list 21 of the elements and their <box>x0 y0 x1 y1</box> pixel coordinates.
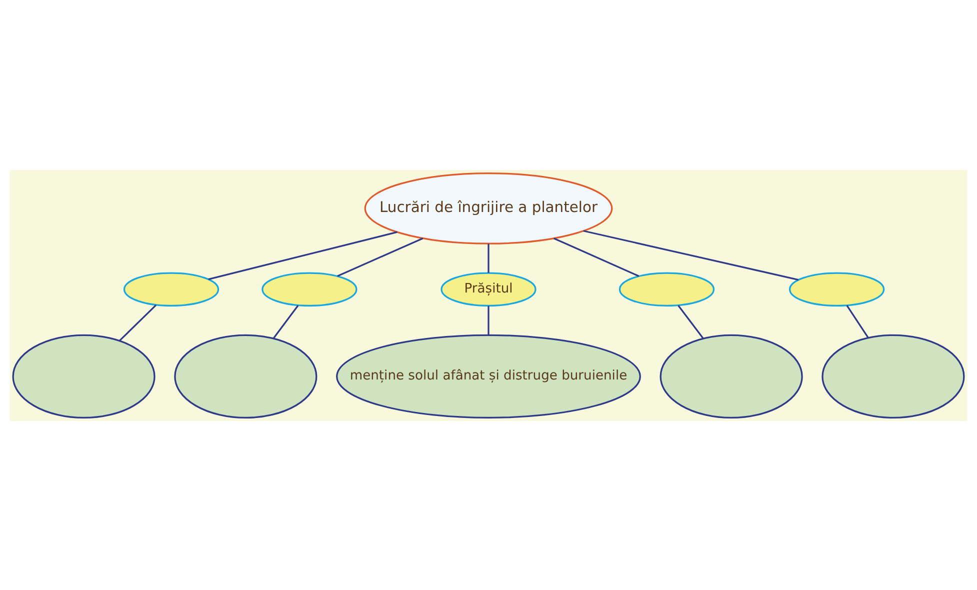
node-ellipse <box>12 334 156 418</box>
connector <box>488 305 490 335</box>
connector <box>272 304 299 338</box>
node-ellipse <box>788 272 885 306</box>
node-ellipse <box>618 272 715 306</box>
connector <box>208 230 398 280</box>
connector <box>337 237 424 276</box>
connector <box>488 243 490 272</box>
connector <box>583 230 799 280</box>
node-ellipse: Lucrări de îngrijire a plantelor <box>364 172 613 244</box>
node-ellipse <box>262 272 358 306</box>
node-ellipse: Prășitul <box>440 272 536 306</box>
connector <box>554 237 640 276</box>
node-ellipse <box>660 334 803 418</box>
node-ellipse <box>174 334 318 418</box>
connector <box>846 304 869 338</box>
connector <box>678 304 704 338</box>
node-ellipse <box>822 334 965 418</box>
connector <box>118 304 157 341</box>
node-ellipse: menține solul afânat și distruge buruienile <box>336 334 641 418</box>
node-ellipse <box>123 272 220 306</box>
